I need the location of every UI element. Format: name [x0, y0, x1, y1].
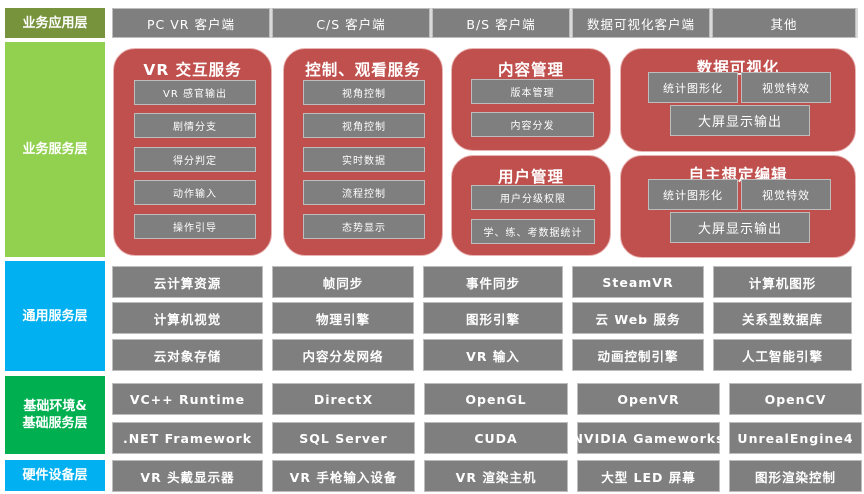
app-item: B/S 客户端	[432, 8, 570, 38]
general-item: 图形引擎	[423, 302, 563, 334]
base-item: OpenCV	[729, 383, 862, 415]
general-item: 计算机图形	[713, 266, 852, 298]
group-title: 用户管理	[497, 168, 564, 186]
content-management-group: 内容管理 版本管理 内容分发	[451, 48, 611, 151]
service-item: 流程控制	[303, 180, 425, 205]
app-item: 数据可视化客户端	[572, 8, 710, 38]
group-title: 内容管理	[497, 61, 564, 79]
hardware-item: VR 渲染主机	[424, 460, 568, 492]
service-item: 学、练、考数据统计	[471, 219, 595, 244]
hardware-item: VR 头戴显示器	[112, 460, 263, 492]
service-item: 大屏显示输出	[670, 212, 810, 243]
service-item: 剧情分支	[134, 113, 256, 138]
service-item: 视觉特效	[741, 72, 831, 103]
base-row: VC++ Runtime DirectX OpenGL OpenVR OpenC…	[112, 383, 862, 415]
hardware-item: 图形渲染控制	[729, 460, 862, 492]
general-item: 动画控制引擎	[572, 339, 704, 371]
layer-base-label: 基础环境& 基础服务层	[5, 376, 105, 454]
general-item: 事件同步	[423, 266, 563, 298]
app-layer-row: PC VR 客户端 C/S 客户端 B/S 客户端 数据可视化客户端 其他	[112, 8, 858, 38]
service-item: 视觉特效	[741, 179, 831, 210]
general-item: 物理引擎	[272, 302, 414, 334]
layer-service-label: 业务服务层	[5, 42, 105, 257]
base-item: OpenGL	[424, 383, 568, 415]
base-item: DirectX	[272, 383, 415, 415]
service-item: 用户分级权限	[471, 185, 595, 210]
base-item: UnrealEngine4	[729, 422, 862, 454]
service-item: VR 感官输出	[134, 80, 256, 105]
app-item: 其他	[712, 8, 856, 38]
service-item: 得分判定	[134, 147, 256, 172]
base-item: CUDA	[424, 422, 568, 454]
general-item: 云对象存储	[112, 339, 263, 371]
service-item: 操作引导	[134, 214, 256, 239]
base-item: OpenVR	[577, 383, 720, 415]
service-item: 统计图形化	[648, 179, 738, 210]
general-item: 计算机视觉	[112, 302, 263, 334]
user-management-group: 用户管理 用户分级权限 学、练、考数据统计	[451, 155, 611, 256]
general-item: 云 Web 服务	[572, 302, 704, 334]
scenario-editing-group: 自主想定编辑 统计图形化 视觉特效 大屏显示输出	[620, 155, 856, 258]
service-item: 内容分发	[471, 112, 594, 137]
service-item: 视角控制	[303, 113, 425, 138]
base-item: NVIDIA Gameworks	[572, 422, 724, 454]
general-item: 内容分发网络	[272, 339, 414, 371]
general-item: 帧同步	[272, 266, 414, 298]
base-row: .NET Framework SQL Server CUDA NVIDIA Ga…	[112, 422, 862, 454]
service-item: 统计图形化	[648, 72, 738, 103]
base-item: .NET Framework	[112, 422, 263, 454]
service-item: 实时数据	[303, 147, 425, 172]
service-item: 态势显示	[303, 214, 425, 239]
general-item: VR 输入	[423, 339, 563, 371]
general-row: 云计算资源 帧同步 事件同步 SteamVR 计算机图形	[112, 266, 858, 298]
service-item: 版本管理	[471, 79, 594, 104]
group-title: VR 交互服务	[143, 61, 242, 79]
service-item: 大屏显示输出	[670, 105, 810, 136]
app-item: C/S 客户端	[272, 8, 430, 38]
hardware-item: VR 手枪输入设备	[272, 460, 415, 492]
layer-app-label: 业务应用层	[5, 8, 105, 38]
service-item: 动作输入	[134, 180, 256, 205]
general-item: SteamVR	[572, 266, 704, 298]
general-item: 云计算资源	[112, 266, 263, 298]
general-row: 云对象存储 内容分发网络 VR 输入 动画控制引擎 人工智能引擎	[112, 339, 858, 371]
hardware-row: VR 头戴显示器 VR 手枪输入设备 VR 渲染主机 大型 LED 屏幕 图形渲…	[112, 460, 862, 492]
layer-general-label: 通用服务层	[5, 261, 105, 371]
general-item: 关系型数据库	[713, 302, 852, 334]
group-title: 控制、观看服务	[305, 61, 421, 79]
app-item: PC VR 客户端	[112, 8, 270, 38]
hardware-item: 大型 LED 屏幕	[577, 460, 720, 492]
layer-hardware-label: 硬件设备层	[5, 460, 105, 491]
base-item: VC++ Runtime	[112, 383, 263, 415]
base-item: SQL Server	[272, 422, 415, 454]
data-visualization-group: 数据可视化 统计图形化 视觉特效 大屏显示输出	[620, 48, 856, 152]
control-view-group: 控制、观看服务 视角控制 视角控制 实时数据 流程控制 态势显示	[283, 48, 443, 256]
general-item: 人工智能引擎	[713, 339, 852, 371]
vr-interaction-group: VR 交互服务 VR 感官输出 剧情分支 得分判定 动作输入 操作引导	[113, 48, 272, 256]
general-row: 计算机视觉 物理引擎 图形引擎 云 Web 服务 关系型数据库	[112, 302, 858, 334]
service-item: 视角控制	[303, 80, 425, 105]
